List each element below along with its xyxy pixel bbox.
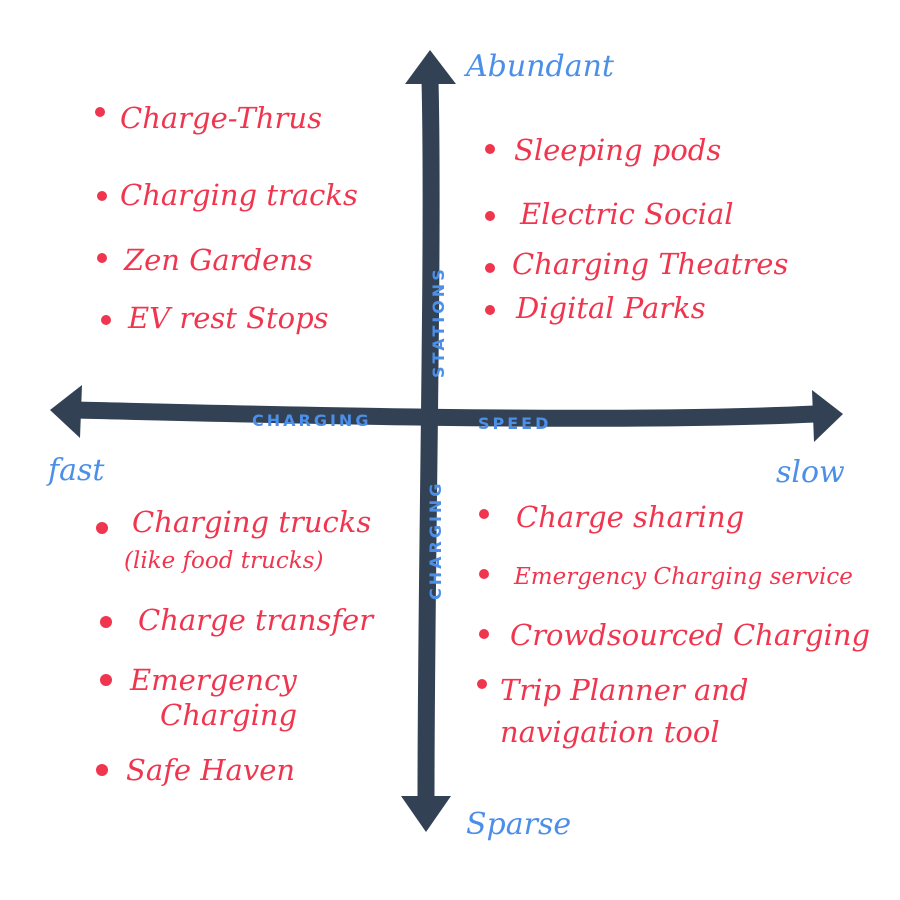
list-item: Safe Haven — [126, 753, 295, 787]
list-item-continued: Charging — [160, 698, 297, 732]
list-item: Charge sharing — [516, 500, 744, 534]
list-item-continued: navigation tool — [500, 715, 720, 749]
bullet-icon — [101, 315, 111, 325]
bullet-icon — [100, 674, 112, 686]
bullet-icon — [479, 629, 489, 639]
axis-end-slow: slow — [776, 455, 845, 490]
bullet-icon — [485, 144, 495, 154]
list-item: Emergency Charging service — [513, 564, 853, 590]
bullet-icon — [479, 569, 489, 579]
quadrant-bottom-left: Charging trucks (like food trucks) Charg… — [96, 505, 375, 787]
right-arrowhead — [812, 390, 843, 442]
horizontal-axis — [66, 401, 824, 427]
bullet-icon — [95, 107, 105, 117]
bullet-icon — [485, 305, 495, 315]
vertical-axis-label-bottom: CHARGING — [426, 481, 445, 600]
list-item: Digital Parks — [515, 291, 706, 325]
axes — [50, 50, 843, 832]
bullet-icon — [477, 679, 487, 689]
bullet-icon — [97, 253, 107, 263]
axis-end-fast: fast — [46, 453, 105, 488]
horizontal-axis-label-left: CHARGING — [252, 411, 371, 430]
list-item: Charge-Thrus — [120, 101, 322, 135]
bullet-icon — [485, 211, 495, 221]
bottom-arrowhead — [401, 796, 451, 832]
list-item: Trip Planner and — [500, 673, 748, 707]
vertical-axis-label-top: STATIONS — [429, 266, 448, 378]
bullet-icon — [479, 509, 489, 519]
list-item: Charge transfer — [138, 603, 375, 637]
horizontal-axis-label-right: SPEED — [478, 414, 551, 433]
quadrant-top-left: Charge-Thrus Charging tracks Zen Gardens… — [95, 101, 358, 335]
bullet-icon — [485, 263, 495, 273]
list-item: Charging Theatres — [512, 247, 788, 281]
list-item: Sleeping pods — [514, 133, 721, 167]
list-item: Charging trucks — [132, 505, 371, 539]
list-item: Emergency — [129, 663, 297, 697]
quadrant-top-right: Sleeping pods Electric Social Charging T… — [485, 133, 788, 325]
list-item: Charging tracks — [120, 178, 358, 212]
bullet-icon — [96, 522, 108, 534]
list-item: Zen Gardens — [123, 243, 313, 277]
top-arrowhead — [405, 50, 456, 84]
list-item: Electric Social — [519, 197, 734, 231]
bullet-icon — [97, 191, 107, 201]
axis-end-abundant: Abundant — [463, 49, 615, 84]
bullet-icon — [100, 616, 112, 628]
list-item: Crowdsourced Charging — [510, 618, 870, 652]
list-item: EV rest Stops — [127, 301, 329, 335]
vertical-axis — [417, 71, 440, 809]
list-item-continued: (like food trucks) — [124, 548, 323, 574]
quadrant-bottom-right: Charge sharing Emergency Charging servic… — [477, 500, 870, 749]
left-arrowhead — [50, 385, 82, 438]
bullet-icon — [96, 764, 108, 776]
axis-end-sparse: Sparse — [466, 807, 571, 842]
